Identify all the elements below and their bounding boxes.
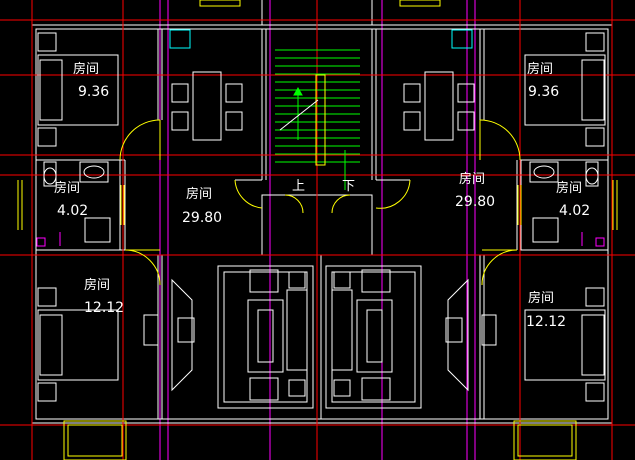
dining-table-icon	[171, 71, 243, 141]
svg-text:房间: 房间	[556, 180, 582, 196]
svg-text:房间: 房间	[459, 171, 485, 187]
svg-text:房间: 房间	[527, 61, 553, 77]
room-4-label: 房间 12.12	[84, 277, 124, 316]
svg-text:4.02: 4.02	[559, 203, 590, 219]
door-swings	[119, 119, 521, 286]
svg-text:9.36: 9.36	[528, 84, 559, 100]
svg-text:29.80: 29.80	[455, 194, 495, 210]
bed-icon	[37, 32, 119, 147]
dining-table-icon	[403, 71, 475, 141]
floor-drain-icon	[36, 232, 605, 247]
room-1-label: 房间 9.36	[73, 61, 109, 100]
room-7-label: 房间 4.02	[556, 180, 590, 219]
svg-text:房间: 房间	[186, 186, 212, 202]
washbasin-icon	[529, 161, 599, 243]
interior-walls	[36, 29, 608, 419]
svg-text:4.02: 4.02	[57, 203, 88, 219]
tv-cabinet-icon	[143, 278, 497, 392]
svg-text:房间: 房间	[84, 277, 110, 293]
bed-icon	[524, 287, 606, 402]
windows	[17, 0, 618, 460]
bed-icon	[524, 32, 606, 147]
stair-up-label: 上	[292, 179, 305, 194]
magenta-grid-lines	[159, 0, 476, 460]
svg-text:9.36: 9.36	[78, 84, 109, 100]
stairs: 上 下	[275, 49, 360, 194]
sofa-set-icon	[217, 265, 314, 409]
sofa-set-icon	[325, 265, 422, 409]
room-2-label: 房间 4.02	[54, 180, 88, 219]
svg-text:29.80: 29.80	[182, 210, 222, 226]
stair-down-label: 下	[342, 179, 355, 194]
svg-text:房间: 房间	[528, 290, 554, 306]
svg-text:12.12: 12.12	[526, 314, 566, 330]
svg-text:12.12: 12.12	[84, 300, 124, 316]
room-3-label: 房间 29.80	[182, 186, 222, 226]
bed-icon	[37, 287, 119, 402]
room-8-label: 房间 12.12	[526, 290, 566, 330]
washbasin-icon	[43, 161, 111, 243]
room-5-label: 房间 9.36	[527, 61, 559, 100]
fixtures	[169, 29, 473, 49]
svg-text:房间: 房间	[54, 180, 80, 196]
room-6-label: 房间 29.80	[455, 171, 495, 210]
svg-text:房间: 房间	[73, 61, 99, 77]
